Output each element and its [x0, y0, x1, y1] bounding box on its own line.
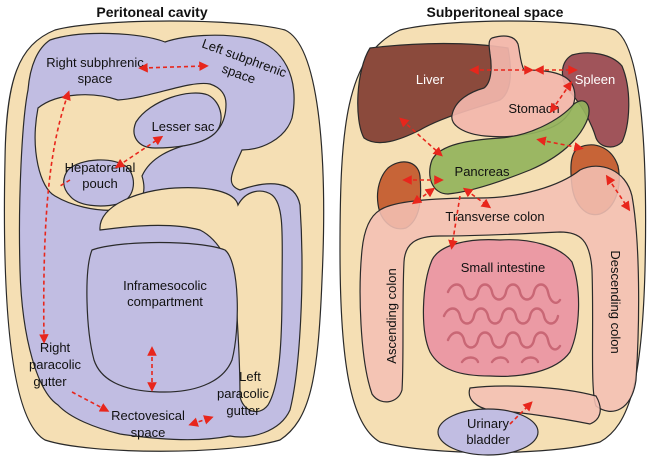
- left-panel-title: Peritoneal cavity: [96, 4, 207, 20]
- rectovesical-label: Rectovesical: [111, 408, 185, 423]
- small-intestine-label: Small intestine: [461, 260, 546, 275]
- right-paracolic-label-3: gutter: [33, 374, 67, 389]
- left-paracolic-label-2: paracolic: [217, 386, 270, 401]
- pancreas: [429, 100, 590, 195]
- hepatorenal-label-2: pouch: [82, 176, 117, 191]
- arrow-left-kidney-colon: [605, 174, 631, 212]
- spleen-label: Spleen: [575, 72, 615, 87]
- arrow-to-small-intestine: [448, 195, 461, 250]
- arrow-bladder-rectum: [509, 401, 533, 425]
- pancreas-label: Pancreas: [455, 164, 510, 179]
- urinary-bladder-label-2: bladder: [466, 432, 510, 447]
- right-subphrenic-label: Right subphrenic: [46, 55, 144, 70]
- colon: [359, 165, 640, 412]
- arrow-left-gutter: [188, 415, 214, 427]
- ascending-colon-label: Ascending colon: [384, 268, 399, 363]
- inframesocolic-label: Inframesocolic: [123, 278, 207, 293]
- peritoneal-cavity-panel: Peritoneal cavity Right subphrenic space…: [3, 4, 325, 452]
- subperitoneal-space-panel: Subperitoneal space Liver Spleen Stoma: [339, 4, 647, 456]
- small-intestine: [422, 239, 580, 377]
- transverse-colon-label: Transverse colon: [445, 209, 544, 224]
- left-paracolic-label: Left: [239, 369, 261, 384]
- stomach-label: Stomach: [508, 101, 559, 116]
- right-panel-title: Subperitoneal space: [427, 4, 564, 20]
- arrow-stomach-spleen-2: [549, 80, 573, 114]
- arrow-lesser-sac: [114, 135, 164, 169]
- right-subphrenic-label-2: space: [78, 71, 113, 86]
- arrow-right-gutter: [39, 90, 71, 344]
- arrow-hepatorenal: [59, 179, 71, 187]
- arrow-subphrenic: [138, 61, 209, 73]
- arrow-pancreas-colon: [462, 187, 492, 209]
- right-paracolic-label-2: paracolic: [29, 357, 82, 372]
- urinary-bladder-label: Urinary: [467, 416, 509, 431]
- descending-colon-label: Descending colon: [608, 250, 623, 353]
- urinary-bladder: [437, 408, 539, 456]
- inframesocolic-compartment: [86, 241, 238, 393]
- left-paracolic-label-3: gutter: [226, 403, 260, 418]
- inframesocolic-label-2: compartment: [127, 294, 203, 309]
- liver-label: Liver: [416, 72, 445, 87]
- lesser-sac-label: Lesser sac: [152, 119, 215, 134]
- right-paracolic-label: Right: [40, 340, 71, 355]
- intestine-loops: [442, 283, 562, 364]
- arrow-pancreas-colon-right: [411, 187, 436, 205]
- rectovesical-label-2: space: [131, 425, 166, 440]
- arrow-liver-pancreas: [399, 117, 443, 157]
